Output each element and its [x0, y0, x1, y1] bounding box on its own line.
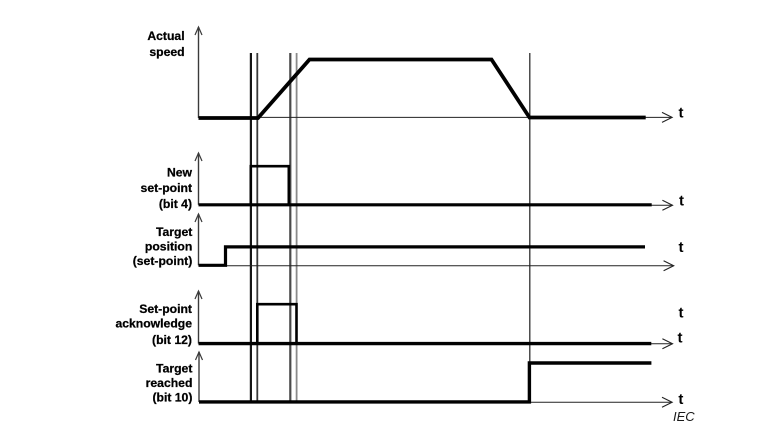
svg-text:t: t — [679, 105, 684, 122]
svg-text:reached: reached — [146, 376, 193, 390]
svg-text:set-point: set-point — [141, 181, 192, 195]
svg-text:(set-point): (set-point) — [133, 254, 193, 268]
svg-text:(bit 4): (bit 4) — [159, 197, 192, 211]
svg-text:speed: speed — [149, 45, 184, 59]
svg-text:Set-point: Set-point — [139, 302, 192, 316]
svg-text:(bit 12): (bit 12) — [152, 333, 192, 347]
svg-text:IEC: IEC — [673, 409, 695, 424]
svg-text:position: position — [145, 239, 192, 253]
svg-text:t: t — [678, 330, 683, 347]
svg-text:Target: Target — [156, 225, 192, 239]
svg-text:Target: Target — [156, 361, 192, 375]
svg-text:t: t — [679, 239, 684, 256]
svg-text:(bit 10): (bit 10) — [152, 391, 192, 405]
svg-text:New: New — [167, 165, 193, 179]
svg-text:Actual: Actual — [147, 29, 184, 43]
svg-text:t: t — [678, 391, 683, 408]
svg-text:acknowledge: acknowledge — [115, 316, 192, 330]
svg-text:t: t — [679, 305, 684, 322]
svg-text:t: t — [679, 192, 684, 209]
